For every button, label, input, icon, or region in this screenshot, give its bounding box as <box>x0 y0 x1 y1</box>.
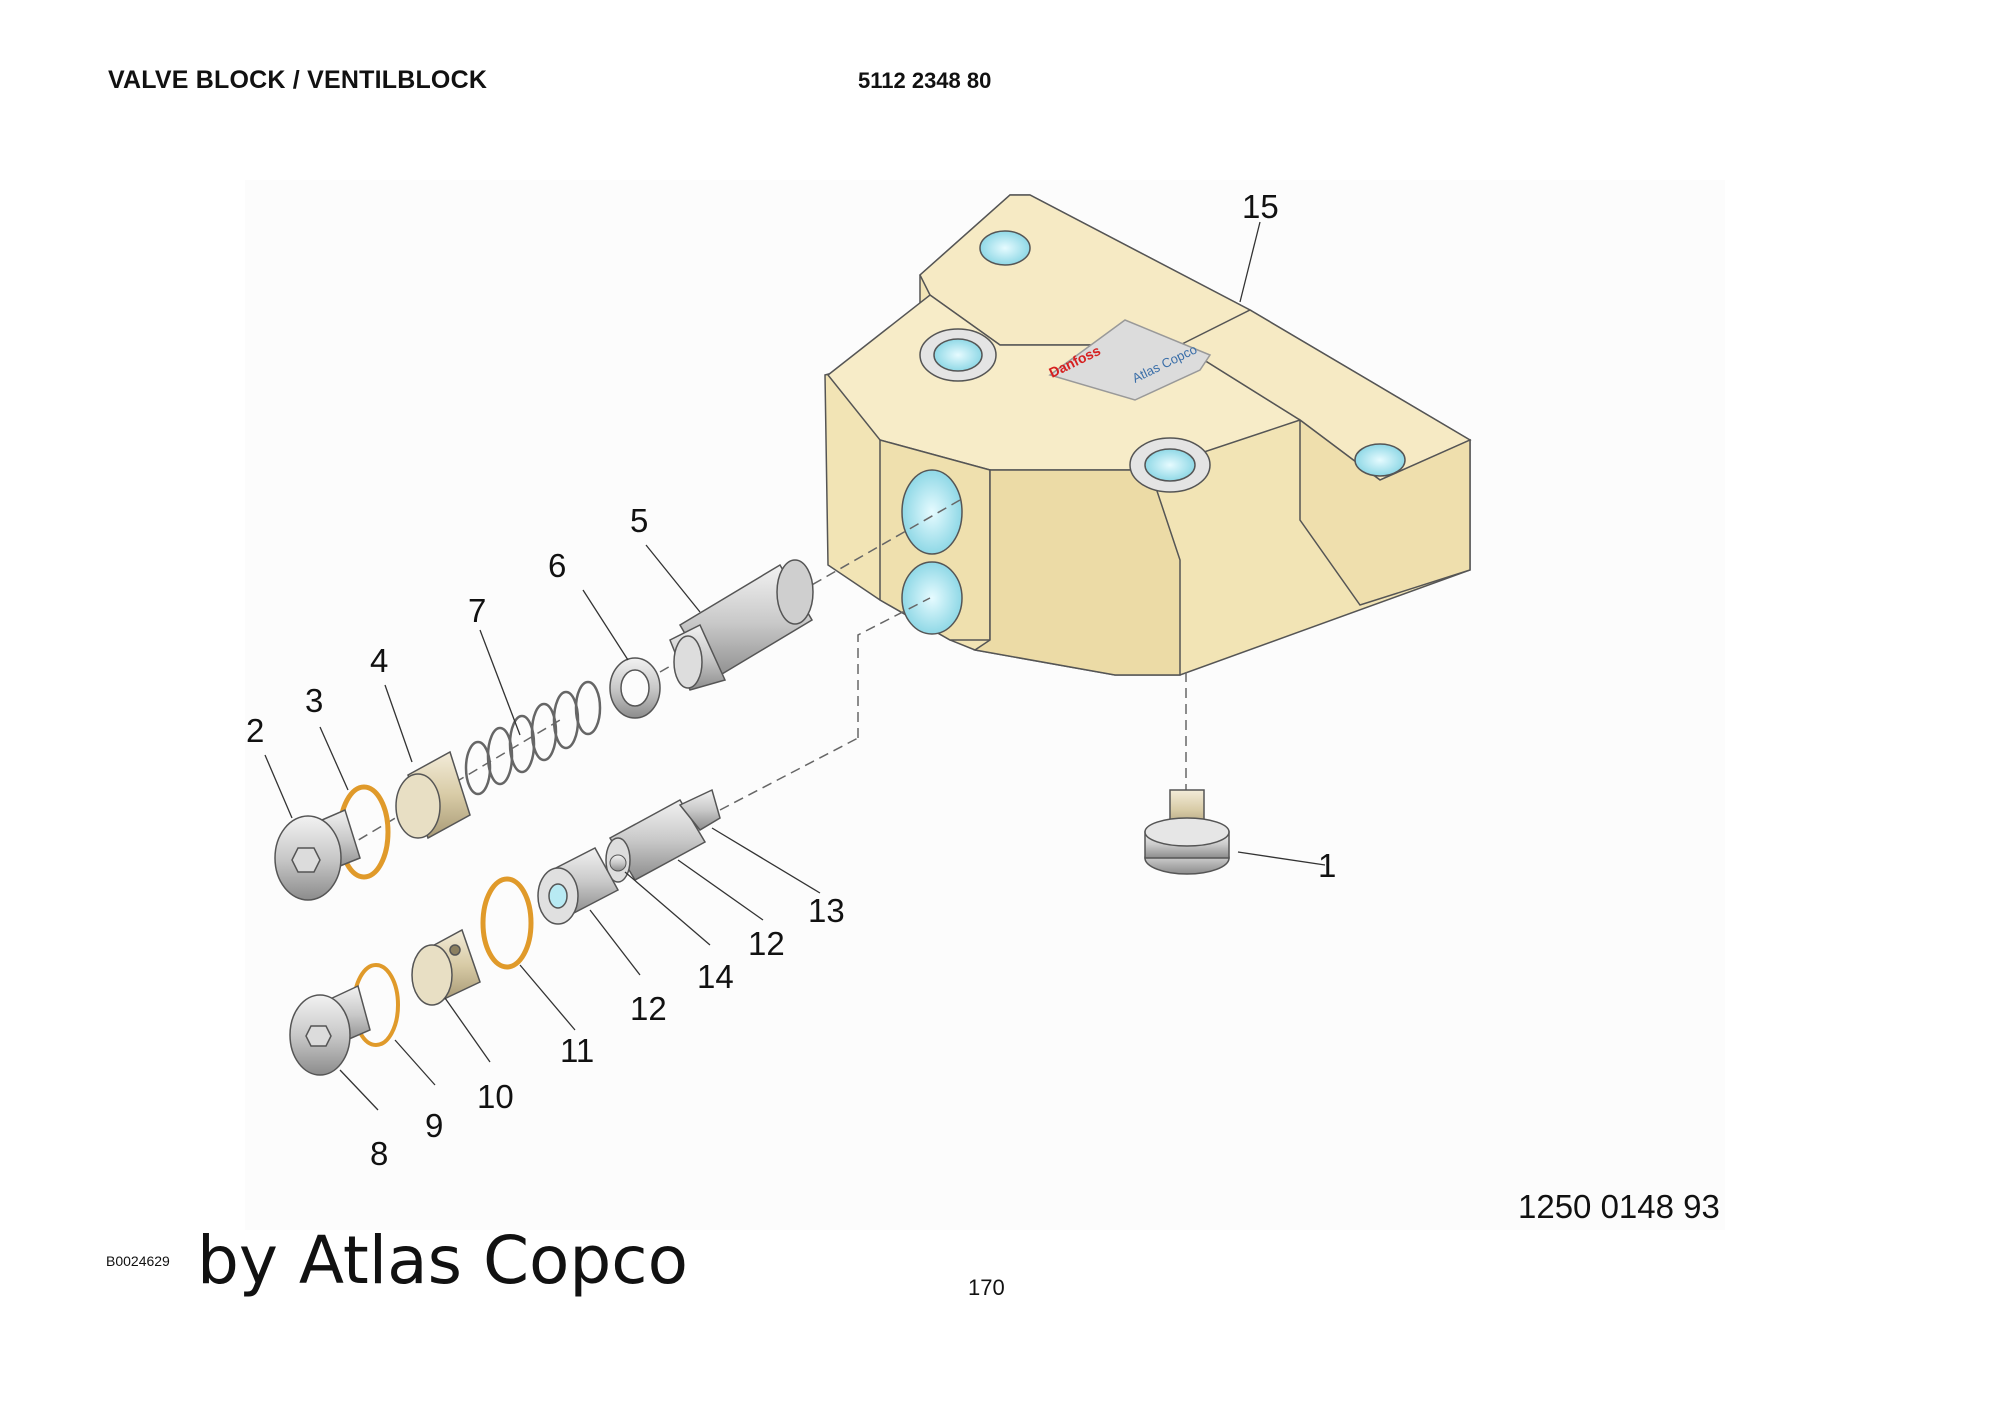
watermark-text: by Atlas Copco <box>197 1222 688 1299</box>
spring-part-7 <box>464 680 602 796</box>
exploded-view-drawing: Danfoss Atlas Copco <box>245 180 1725 1230</box>
callout-12-upper: 12 <box>748 925 785 962</box>
plug-part-1 <box>1144 789 1230 875</box>
ball-part-14 <box>609 854 627 872</box>
page-number: 170 <box>968 1275 1005 1300</box>
drawing-number: 1250 0148 93 <box>1518 1188 1720 1225</box>
callout-5: 5 <box>630 502 648 539</box>
callout-7: 7 <box>468 592 486 629</box>
image-id: B0024629 <box>106 1253 170 1269</box>
callout-13: 13 <box>808 892 845 929</box>
callout-6: 6 <box>548 547 566 584</box>
plug-part-8 <box>289 984 371 1076</box>
plug-part-2 <box>274 808 361 901</box>
piston-part-12 <box>537 847 620 925</box>
leader-lines <box>264 221 1326 1111</box>
adjusting-screw-part-4 <box>395 750 471 840</box>
callout-15: 15 <box>1242 188 1279 225</box>
callout-9: 9 <box>425 1107 443 1144</box>
washer-part-6 <box>609 657 661 719</box>
exploded-view-svg: Danfoss Atlas Copco <box>246 188 1472 1172</box>
valve-block <box>824 194 1472 676</box>
callout-3: 3 <box>305 682 323 719</box>
o-ring-part-11 <box>480 876 534 970</box>
callout-8: 8 <box>370 1135 388 1172</box>
callout-11: 11 <box>560 1032 594 1069</box>
callout-10: 10 <box>477 1078 514 1115</box>
spool-part-5 <box>669 559 814 691</box>
callout-1: 1 <box>1318 847 1336 884</box>
page-title: VALVE BLOCK / VENTILBLOCK <box>108 66 488 94</box>
callout-2: 2 <box>246 712 264 749</box>
callout-12-lower: 12 <box>630 990 667 1027</box>
callout-14: 14 <box>697 958 734 995</box>
part-number: 5112 2348 80 <box>858 68 992 93</box>
adjusting-screw-part-10 <box>411 928 481 1006</box>
callout-4: 4 <box>370 642 388 679</box>
